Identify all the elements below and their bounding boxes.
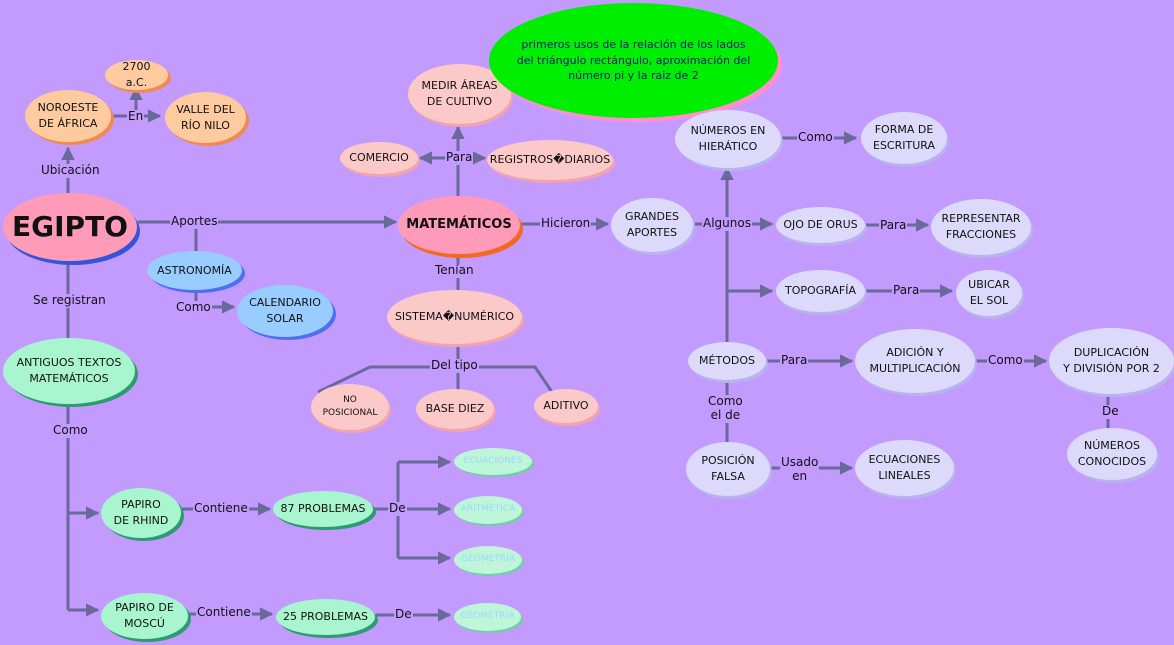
label-como-el-de: Como el de [707,394,744,423]
node-representar-fracciones[interactable]: REPRESENTAR FRACCIONES [931,199,1031,255]
label-de-duplicacion: De [1101,404,1120,419]
label-algunos: Algunos [702,216,752,231]
node-calendario-text: CALENDARIO SOLAR [249,296,321,325]
node-registros-text: REGISTROS�DIARIOS [489,153,611,167]
node-rhind-text: PAPIRO DE RHIND [113,498,169,527]
node-noroeste-de-africa[interactable]: NOROESTE DE ÁFRICA [25,90,111,142]
node-topografia-text: TOPOGRAFÍA [784,284,856,298]
node-year-text: 2700 a.C. [122,60,151,89]
node-adicion-text: ADICIÓN Y MULTIPLICACIÓN [869,346,961,375]
node-forma-de-escritura[interactable]: FORMA DE ESCRITURA [861,112,947,164]
node-matematicos[interactable]: MATEMÁTICOS [398,196,520,254]
node-year-2700[interactable]: 2700 a.C. [105,60,168,90]
label-del-tipo: Del tipo [430,358,479,373]
node-ecuaciones-text: ECUACIONES [463,455,523,466]
node-aditivo-text: ADITIVO [543,399,589,413]
node-25-problemas[interactable]: 25 PROBLEMAS [276,599,375,635]
node-ojo-de-orus[interactable]: OJO DE ORUS [776,207,865,243]
label-para-ojo: Para [879,218,908,233]
node-representar-text: REPRESENTAR FRACCIONES [941,212,1021,241]
node-antiguos-textos[interactable]: ANTIGUOS TEXTOS MATEMÁTICOS [3,338,135,404]
node-numeros-en-hieratico[interactable]: NÚMEROS EN HIERÁTICO [675,110,781,168]
node-papiro-de-moscu[interactable]: PAPIRO DE MOSCÚ [101,593,188,639]
node-no-posicional[interactable]: NO POSICIONAL [311,384,389,430]
label-aportes: Aportes [170,214,219,229]
node-adicion-multiplicacion[interactable]: ADICIÓN Y MULTIPLICACIÓN [855,329,975,393]
label-de-87: De [388,501,407,516]
label-como-numeros: Como [797,130,834,145]
node-25-text: 25 PROBLEMAS [282,610,369,624]
node-comercio-text: COMERCIO [349,151,409,165]
node-primeros-usos[interactable]: primeros usos de la relación de los lado… [489,3,778,118]
label-como-adicion: Como [987,353,1024,368]
label-tenian: Tenían [434,263,475,278]
node-geometria2-text: GEOMETRÍA [460,611,515,622]
label-de-25: De [394,607,413,622]
node-calendario-solar[interactable]: CALENDARIO SOLAR [237,285,333,337]
label-para-matematicos: Para [445,150,474,165]
node-duplicacion-division[interactable]: DUPLICACIÓN Y DIVISIÓN POR 2 [1049,328,1174,394]
node-ubicar-text: UBICAR EL SOL [968,278,1010,307]
node-grandes-text: GRANDES APORTES [625,210,679,239]
node-sistema-text: SISTEMA�NUMÉRICO [394,310,515,324]
label-se-registran: Se registran [32,293,107,308]
node-duplicacion-text: DUPLICACIÓN Y DIVISIÓN POR 2 [1063,346,1160,375]
label-como-astronomia: Como [175,300,212,315]
node-geometria1-text: GEOMETRÍA [461,554,515,565]
node-egipto-text: EGIPTO [12,209,128,243]
node-aritmetica-text: ARITMÉTICA [460,504,516,515]
node-basediez-text: BASE DIEZ [425,402,485,416]
node-astronomia[interactable]: ASTRONOMÍA [147,251,242,290]
node-astronomia-text: ASTRONOMÍA [157,263,232,277]
node-aditivo[interactable]: ADITIVO [534,389,598,423]
node-ecuaciones[interactable]: ECUACIONES [454,448,532,475]
node-metodos-text: MÉTODOS [699,354,755,368]
label-en: En [127,109,145,124]
label-contiene-moscu: Contiene [196,605,252,620]
node-numeros-text: NÚMEROS EN HIERÁTICO [690,124,766,153]
label-como-antiguos: Como [52,423,89,438]
node-valle-del-rio-nilo[interactable]: VALLE DEL RÍO NILO [165,92,246,143]
node-grandes-aportes[interactable]: GRANDES APORTES [611,198,693,252]
node-ubicar-el-sol[interactable]: UBICAR EL SOL [956,270,1022,316]
node-antiguos-text: ANTIGUOS TEXTOS MATEMÁTICOS [16,356,122,385]
label-hicieron: Hicieron [540,216,592,231]
node-lineales-text: ECUACIONES LINEALES [868,453,941,482]
node-conocidos-text: NÚMEROS CONOCIDOS [1077,439,1147,468]
node-87-text: 87 PROBLEMAS [280,502,366,516]
node-primeros-usos-text: primeros usos de la relación de los lado… [516,38,751,83]
label-para-metodos: Para [780,353,809,368]
node-comercio[interactable]: COMERCIO [340,142,418,174]
node-aritmetica[interactable]: ARITMÉTICA [454,496,522,524]
node-medir-text: MEDIR ÁREAS DE CULTIVO [421,79,498,108]
node-valle-text: VALLE DEL RÍO NILO [176,102,235,132]
node-registros-diarios[interactable]: REGISTROS�DIARIOS [487,140,613,180]
node-noposicional-text: NO POSICIONAL [322,394,378,418]
node-papiro-de-rhind[interactable]: PAPIRO DE RHIND [101,488,181,538]
node-sistema-numerico[interactable]: SISTEMA�NUMÉRICO [387,290,522,344]
node-egipto[interactable]: EGIPTO [3,193,137,261]
node-ojo-text: OJO DE ORUS [783,218,858,232]
node-posicion-text: POSICIÓN FALSA [701,454,755,483]
node-87-problemas[interactable]: 87 PROBLEMAS [273,491,373,527]
node-base-diez[interactable]: BASE DIEZ [416,389,494,429]
node-moscu-text: PAPIRO DE MOSCÚ [115,601,174,630]
label-contiene-rhind: Contiene [193,501,249,516]
node-forma-text: FORMA DE ESCRITURA [873,123,935,152]
node-matematicos-text: MATEMÁTICOS [406,216,512,232]
node-metodos[interactable]: MÉTODOS [688,342,766,380]
node-topografia[interactable]: TOPOGRAFÍA [776,270,865,312]
node-geometria-rhind[interactable]: GEOMETRÍA [454,546,522,574]
node-posicion-falsa[interactable]: POSICIÓN FALSA [686,442,770,496]
node-geometria-moscu[interactable]: GEOMETRÍA [454,603,521,631]
label-ubicacion: Ubicación [40,163,101,178]
label-para-topografia: Para [892,283,921,298]
node-numeros-conocidos[interactable]: NÚMEROS CONOCIDOS [1067,428,1157,480]
label-usado-en: Usado en [780,455,820,484]
node-ecuaciones-lineales[interactable]: ECUACIONES LINEALES [855,440,954,496]
node-noroeste-text: NOROESTE DE ÁFRICA [37,101,99,130]
